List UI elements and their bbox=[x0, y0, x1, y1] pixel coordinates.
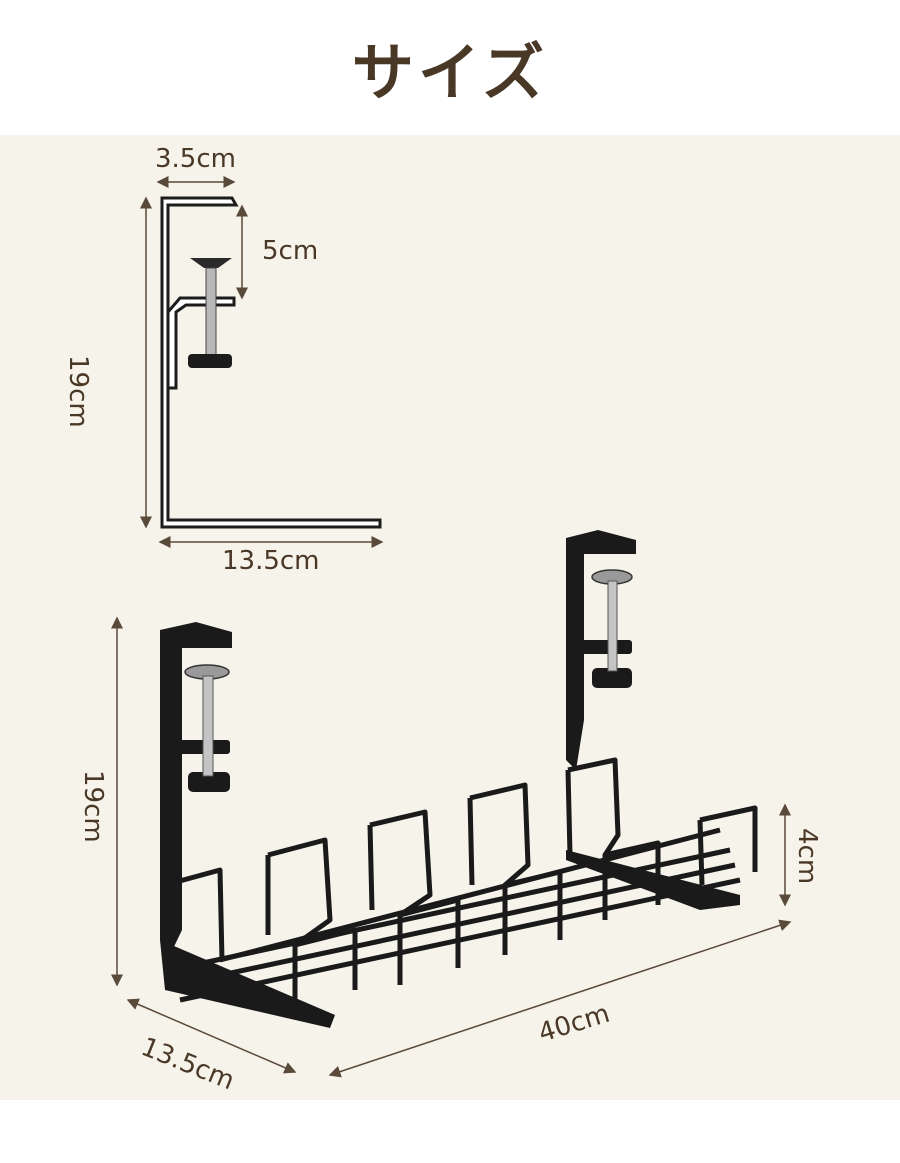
left-bracket bbox=[160, 622, 232, 955]
label-top-width: 3.5cm bbox=[155, 144, 236, 174]
right-bracket bbox=[566, 530, 740, 910]
page-title: サイズ bbox=[351, 36, 549, 109]
side-view-bracket bbox=[160, 196, 382, 529]
label-base-width: 13.5cm bbox=[222, 546, 320, 576]
arrow-product-depth bbox=[126, 998, 297, 1074]
label-basket-height: 4cm bbox=[792, 828, 822, 885]
label-side-height: 19cm bbox=[63, 355, 93, 428]
left-screw-icon bbox=[184, 664, 230, 777]
label-clamp-height: 5cm bbox=[262, 236, 319, 266]
side-view-screw-icon bbox=[188, 258, 232, 368]
right-screw-icon bbox=[591, 569, 633, 672]
label-product-height: 19cm bbox=[78, 770, 108, 843]
arrow-product-length bbox=[328, 919, 792, 1078]
